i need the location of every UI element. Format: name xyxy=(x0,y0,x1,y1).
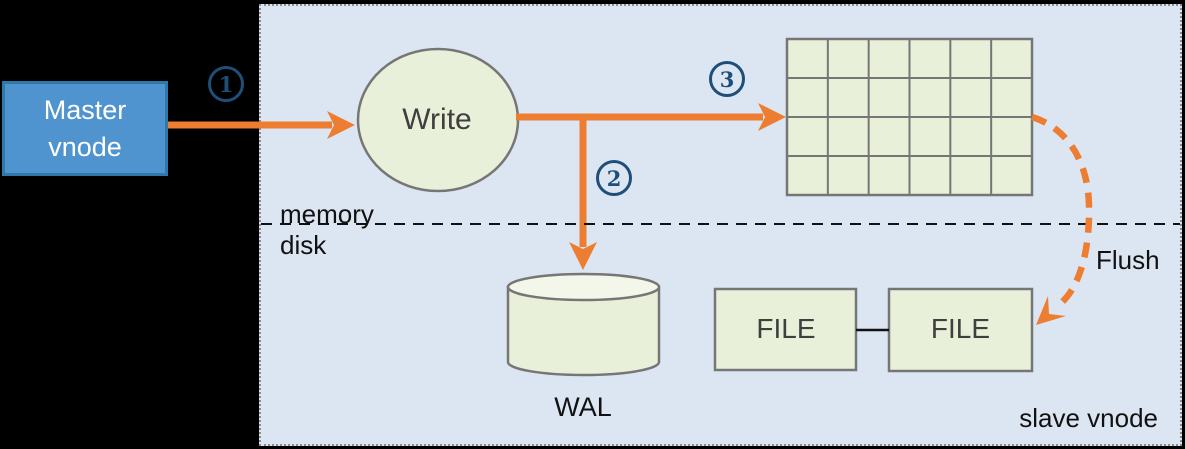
file-1-label: FILE xyxy=(756,313,816,344)
flush-label: Flush xyxy=(1096,245,1160,275)
step-2-number: 2 xyxy=(606,165,622,191)
step-2-badge: 2 xyxy=(596,160,632,196)
step-1-badge: 1 xyxy=(208,66,244,102)
file-2-label: FILE xyxy=(930,313,991,344)
step-1-number: 1 xyxy=(218,71,234,97)
master-vnode-label-line2: vnode xyxy=(48,131,122,162)
master-vnode-box: Master vnode xyxy=(2,81,168,176)
disk-label: disk xyxy=(280,230,327,260)
memory-label: memory xyxy=(280,199,374,229)
step-3-number: 3 xyxy=(719,66,735,92)
slave-vnode-label: slave vnode xyxy=(1019,403,1158,433)
step-3-badge: 3 xyxy=(709,61,745,97)
write-label: Write xyxy=(402,103,472,136)
wal-label: WAL xyxy=(554,392,612,422)
master-vnode-label-line1: Master xyxy=(43,95,127,126)
